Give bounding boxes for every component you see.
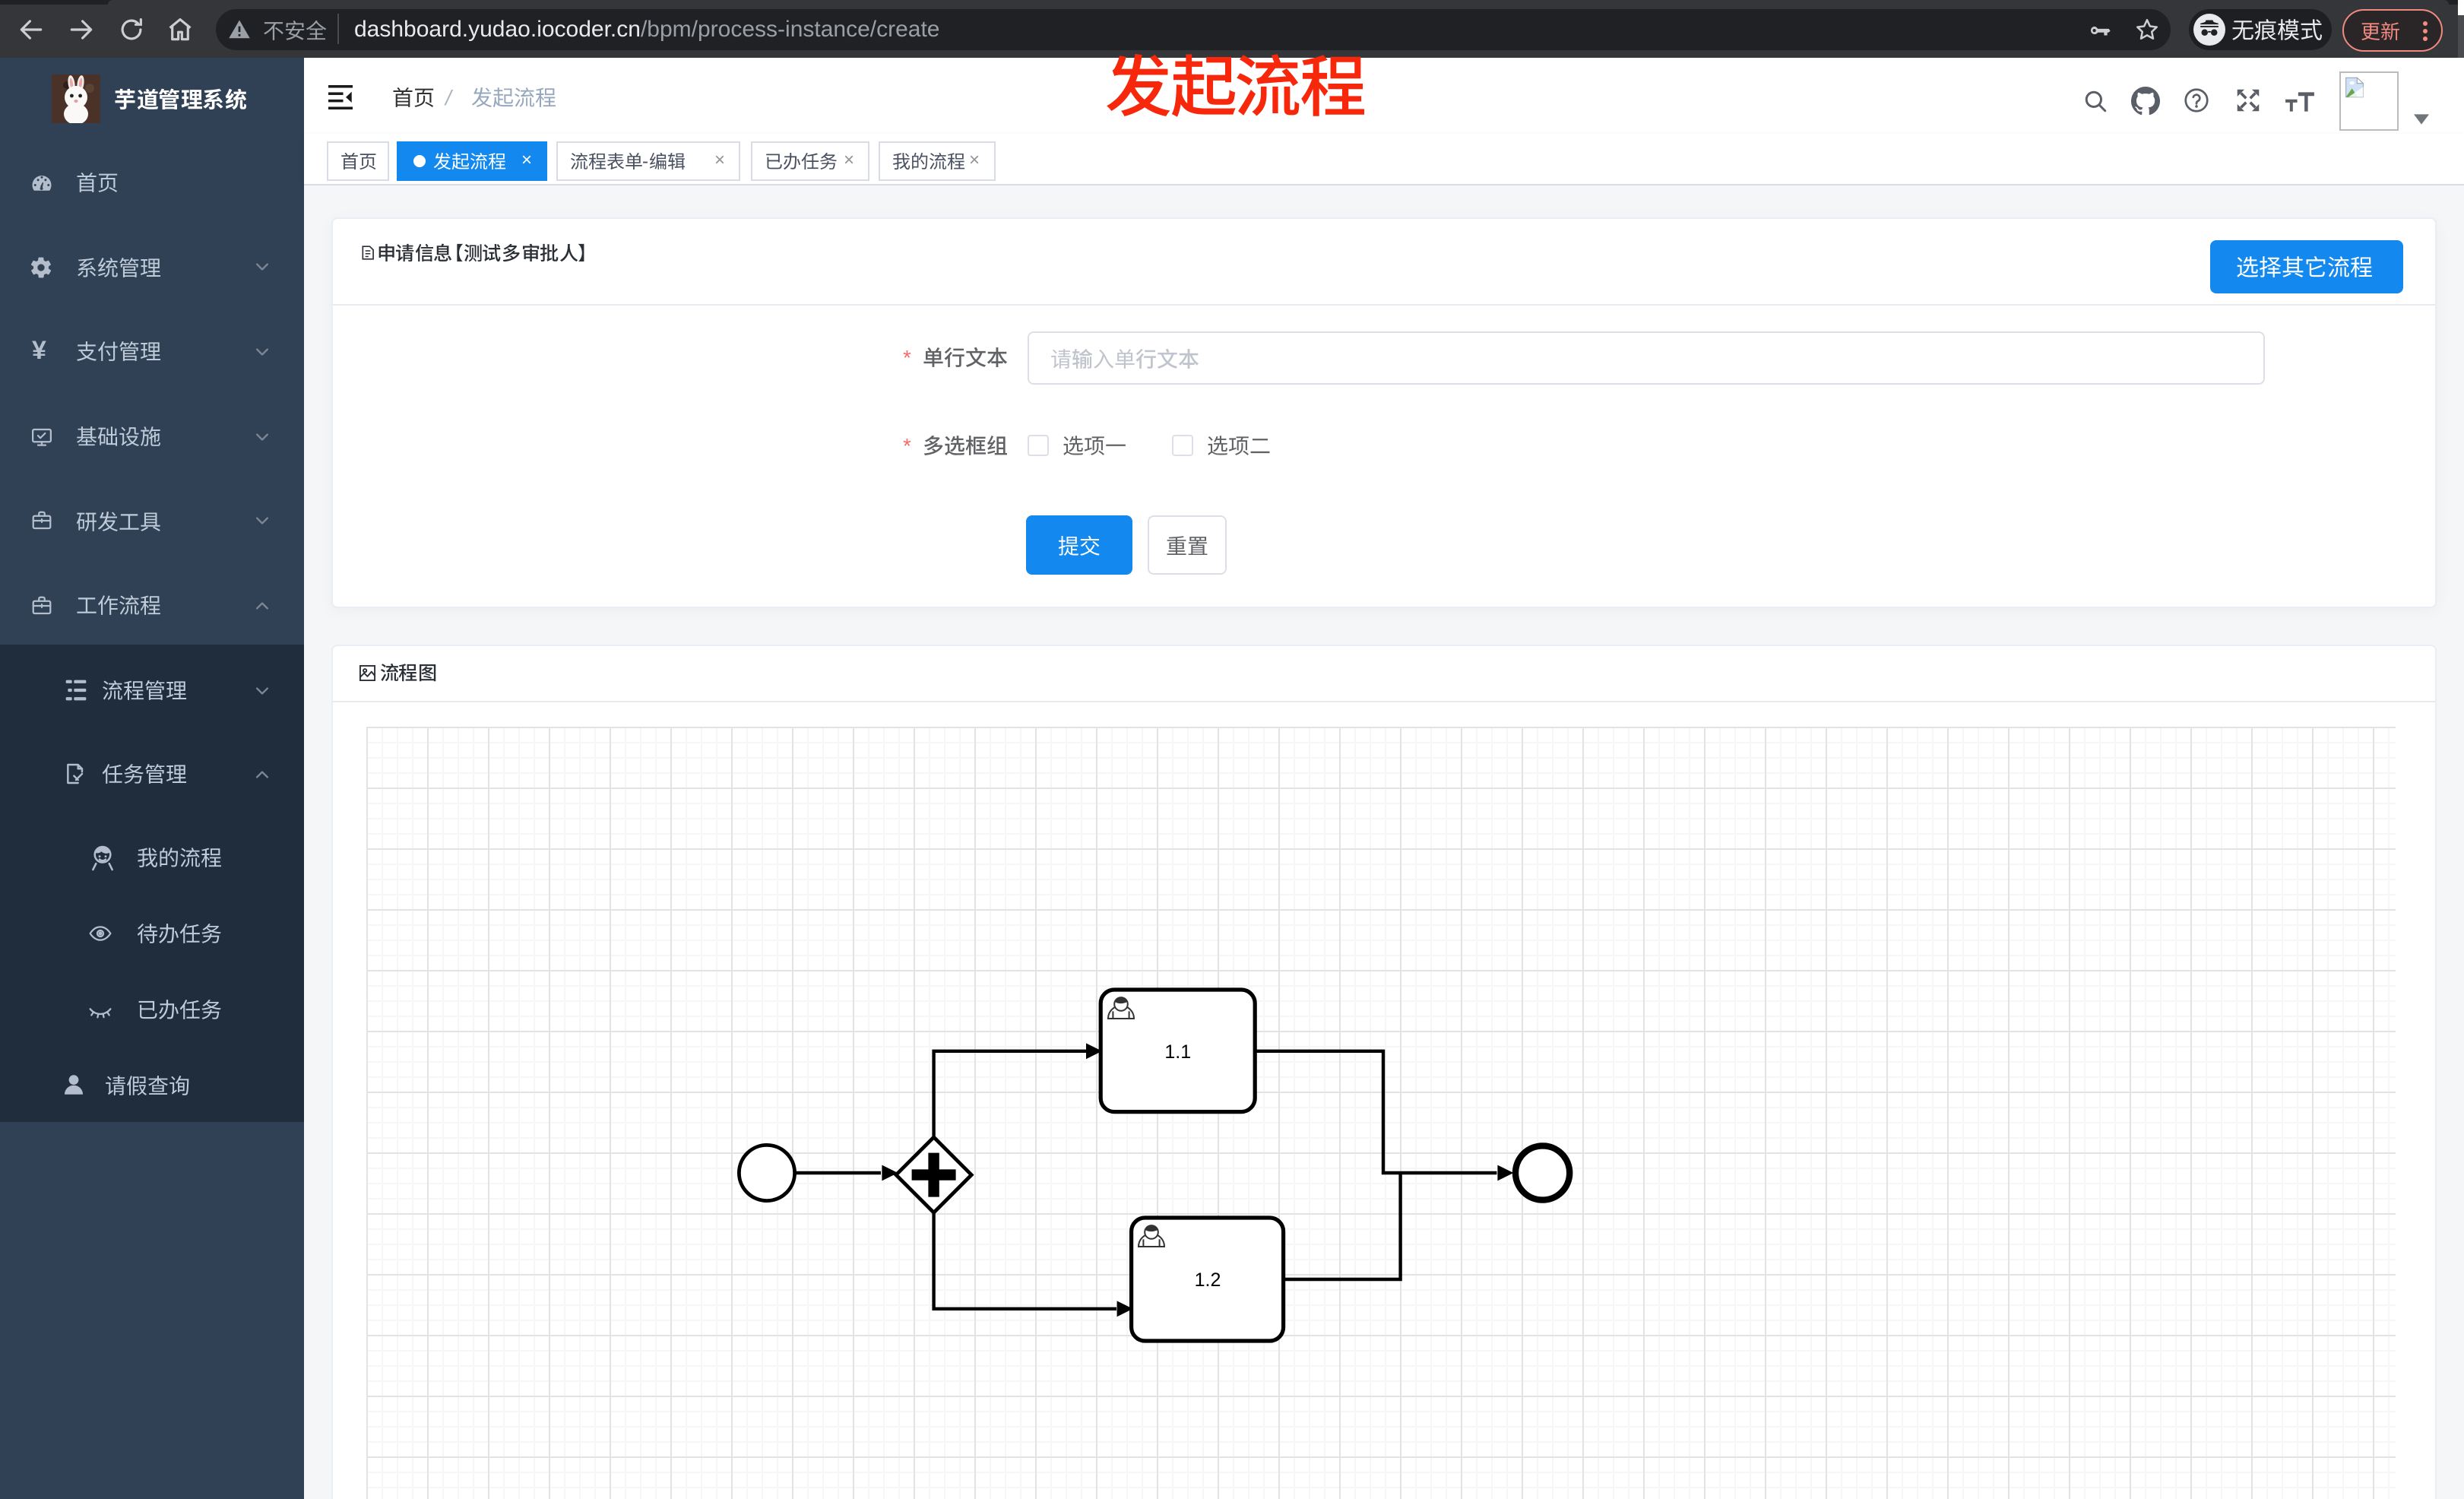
svg-text:1.2: 1.2 xyxy=(1194,1269,1221,1290)
svg-text:1.1: 1.1 xyxy=(1164,1041,1190,1062)
